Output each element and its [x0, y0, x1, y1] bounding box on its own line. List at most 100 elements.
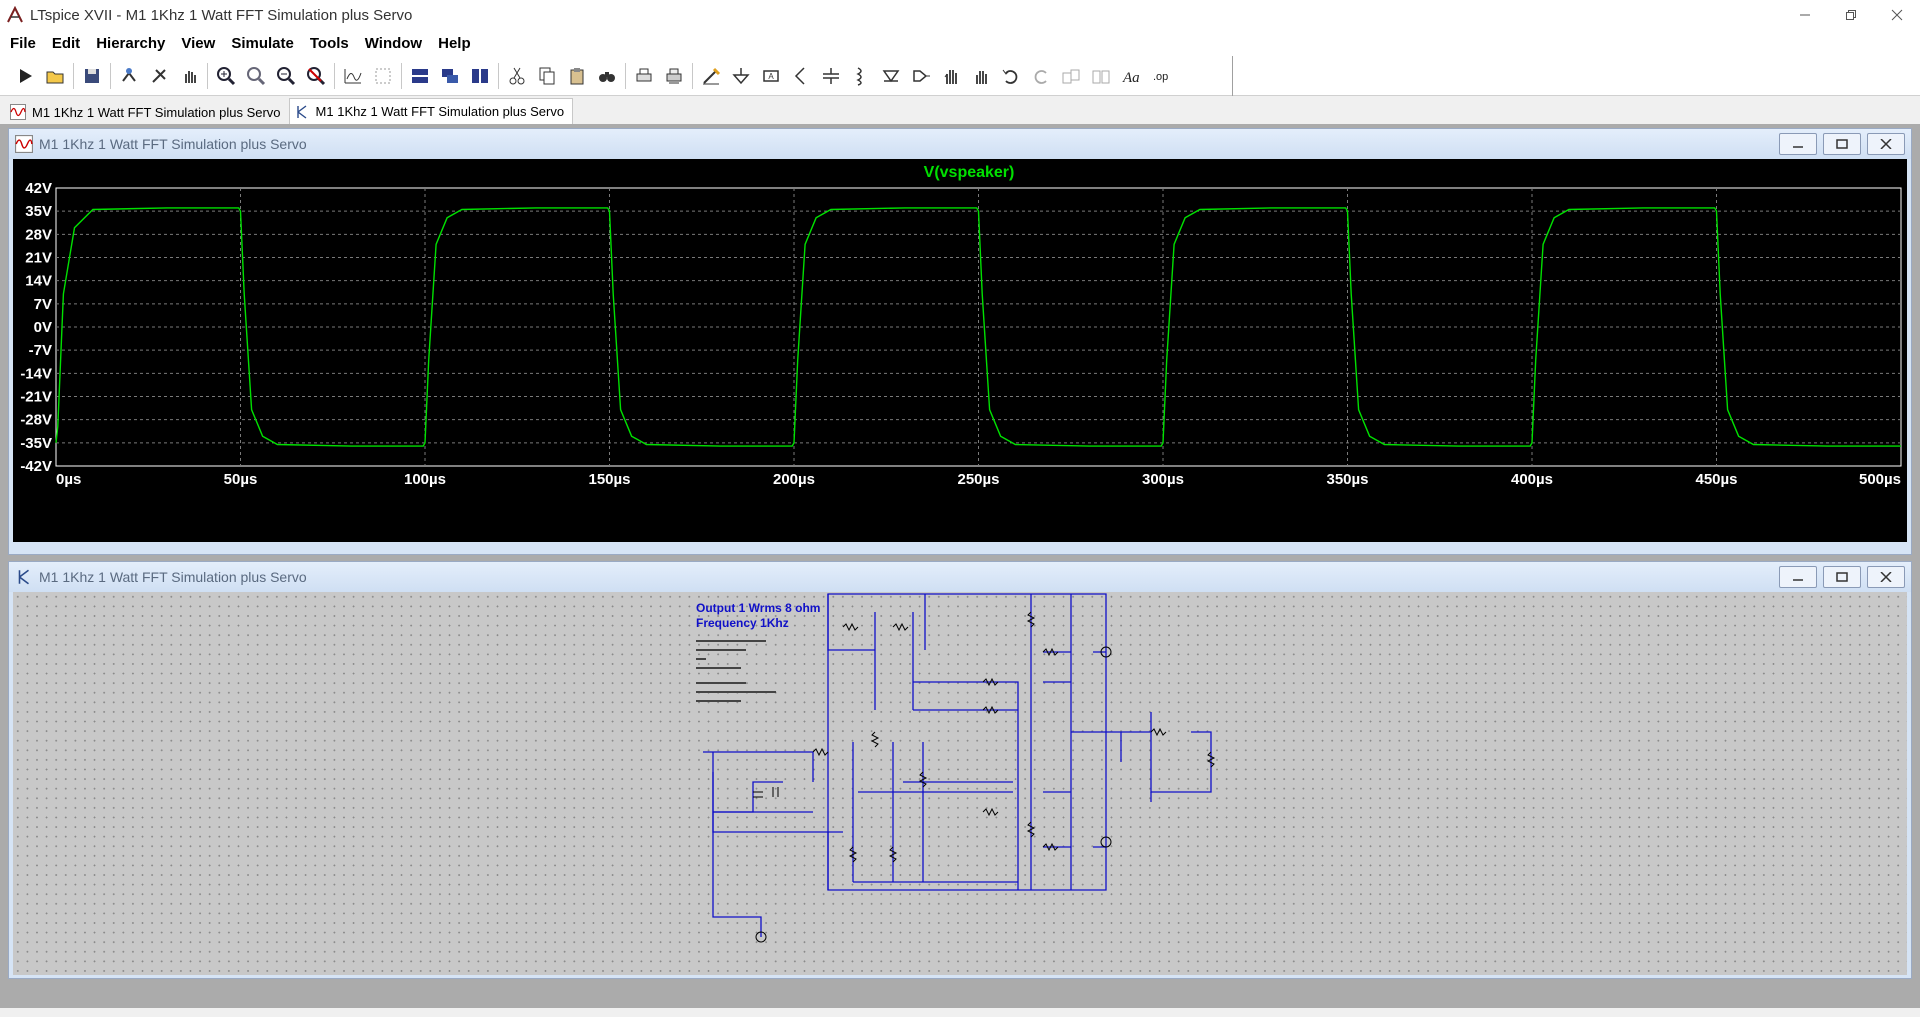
menu-hierarchy[interactable]: Hierarchy	[96, 34, 166, 52]
open-button[interactable]	[40, 61, 70, 91]
menu-view[interactable]: View	[181, 34, 216, 52]
mirror-button[interactable]	[1086, 61, 1116, 91]
cascade-button[interactable]	[435, 61, 465, 91]
schematic-canvas[interactable]: Output 1 Wrms 8 ohm Frequency 1Khz	[13, 592, 1907, 975]
schematic-window-titlebar[interactable]: M1 1Khz 1 Watt FFT Simulation plus Servo	[9, 562, 1911, 592]
zoom-in-button[interactable]	[211, 61, 241, 91]
toolbar-separator	[207, 62, 208, 89]
close-button[interactable]	[1874, 0, 1920, 30]
ground-icon	[732, 67, 750, 84]
trace-vspeaker[interactable]	[55, 207, 1901, 447]
spice-directive-icon: .op	[1153, 71, 1168, 83]
trace-label[interactable]: V(vspeaker)	[924, 164, 1015, 181]
copy-icon	[539, 67, 555, 84]
run-button[interactable]	[10, 61, 40, 91]
spice-directive-button[interactable]: .op	[1146, 61, 1176, 91]
zoom-cancel-button[interactable]	[301, 61, 331, 91]
y-tick-label: -14V	[20, 365, 52, 382]
x-tick-label: 150µs	[588, 471, 630, 488]
capacitor-button[interactable]	[816, 61, 846, 91]
schematic-note-output[interactable]: Output 1 Wrms 8 ohm	[696, 601, 820, 615]
rotate-button[interactable]	[1056, 61, 1086, 91]
cut-button[interactable]	[502, 61, 532, 91]
waveform-maximize-button[interactable]	[1823, 133, 1861, 155]
tab-schematic[interactable]: M1 1Khz 1 Watt FFT Simulation plus Servo	[288, 98, 574, 124]
print-button[interactable]	[629, 61, 659, 91]
menu-window[interactable]: Window	[364, 34, 423, 52]
label-net-icon: A	[763, 69, 779, 82]
text-button[interactable]: Aa	[1116, 61, 1146, 91]
resistor-button[interactable]	[786, 61, 816, 91]
zoom-area-button[interactable]	[241, 61, 271, 91]
menu-edit[interactable]: Edit	[51, 34, 81, 52]
restore-button[interactable]	[1828, 0, 1874, 30]
tab-schematic-label: M1 1Khz 1 Watt FFT Simulation plus Servo	[315, 104, 565, 119]
x-tick-label: 250µs	[957, 471, 999, 488]
waveform-close-button[interactable]	[1867, 133, 1905, 155]
waveform-icon	[15, 135, 33, 153]
svg-text:.op: .op	[1153, 71, 1168, 83]
circuit-wires[interactable]	[703, 593, 1212, 937]
menu-file[interactable]: File	[10, 34, 36, 52]
amplifier-schematic[interactable]: Output 1 Wrms 8 ohm Frequency 1Khz	[13, 592, 1907, 975]
tile-horizontal-button[interactable]	[405, 61, 435, 91]
directive-text-block[interactable]	[696, 640, 776, 702]
tab-waveform[interactable]: M1 1Khz 1 Watt FFT Simulation plus Servo	[6, 100, 289, 124]
waveform-minimize-button[interactable]	[1779, 133, 1817, 155]
tile-vertical-button[interactable]	[465, 61, 495, 91]
inductor-button[interactable]	[846, 61, 876, 91]
schematic-close-button[interactable]	[1867, 566, 1905, 588]
diode-button[interactable]	[876, 61, 906, 91]
waveform-window-titlebar[interactable]: M1 1Khz 1 Watt FFT Simulation plus Servo	[9, 129, 1911, 159]
find-button[interactable]	[592, 61, 622, 91]
x-tick-label: 200µs	[773, 471, 815, 488]
wire-icon	[703, 67, 721, 84]
status-bar	[0, 1008, 1920, 1017]
halt-icon	[152, 68, 166, 83]
component-button[interactable]	[906, 61, 936, 91]
maximize-icon	[1836, 139, 1848, 149]
zoom-cancel-icon	[307, 66, 326, 85]
zoom-out-button[interactable]	[271, 61, 301, 91]
label-net-button[interactable]: A	[756, 61, 786, 91]
pan-button[interactable]	[174, 61, 204, 91]
halt-button[interactable]	[144, 61, 174, 91]
diode-icon	[882, 69, 900, 82]
toolbar-separator	[334, 62, 335, 89]
menu-simulate[interactable]: Simulate	[231, 34, 294, 52]
print-setup-button[interactable]	[659, 61, 689, 91]
ground-button[interactable]	[726, 61, 756, 91]
undo-button[interactable]	[996, 61, 1026, 91]
wire-button[interactable]	[696, 61, 726, 91]
redo-button[interactable]	[1026, 61, 1056, 91]
y-tick-label: -7V	[29, 342, 52, 359]
copy-button[interactable]	[532, 61, 562, 91]
maximize-icon	[1836, 572, 1848, 582]
minimize-button[interactable]	[1782, 0, 1828, 30]
schematic-minimize-button[interactable]	[1779, 566, 1817, 588]
toolbar-separator	[692, 62, 693, 89]
close-icon	[1880, 139, 1892, 149]
y-tick-label: -42V	[20, 458, 52, 475]
autorange-icon	[344, 68, 362, 83]
autorange-button[interactable]	[338, 61, 368, 91]
drag-button[interactable]	[966, 61, 996, 91]
toolbar: A Aa .op	[0, 56, 1920, 96]
schematic-note-frequency[interactable]: Frequency 1Khz	[696, 616, 789, 630]
waveform-window-title: M1 1Khz 1 Watt FFT Simulation plus Servo	[39, 136, 307, 152]
move-button[interactable]	[936, 61, 966, 91]
control-panel-button[interactable]	[114, 61, 144, 91]
menu-tools[interactable]: Tools	[309, 34, 349, 52]
menu-help[interactable]: Help	[438, 34, 471, 52]
paste-button[interactable]	[562, 61, 592, 91]
mark-unref-button[interactable]	[368, 61, 398, 91]
find-icon	[599, 71, 615, 82]
x-tick-label: 100µs	[404, 471, 446, 488]
text-icon: Aa	[1122, 70, 1140, 86]
schematic-maximize-button[interactable]	[1823, 566, 1861, 588]
zoom-out-icon	[277, 66, 296, 85]
circuit-components[interactable]	[753, 611, 1216, 943]
save-button[interactable]	[77, 61, 107, 91]
